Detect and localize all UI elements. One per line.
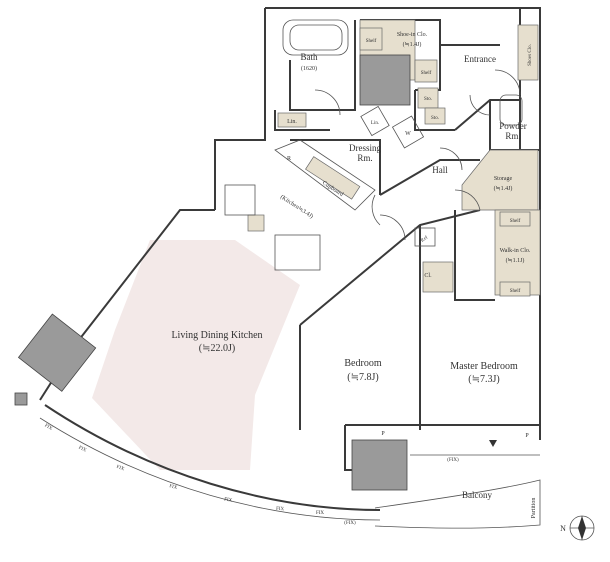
shelf-box-1 xyxy=(359,27,383,51)
fix-label-7: FIX xyxy=(316,511,324,516)
powder-room-line2: Rm. xyxy=(505,131,520,141)
fix-label-2: FIX xyxy=(77,446,87,454)
kitchen-label: (Kitchen≒3.4J) xyxy=(279,193,315,219)
storage-area xyxy=(461,149,539,211)
kitchen-r xyxy=(247,214,265,232)
sto-label-2: Sto. xyxy=(431,116,439,121)
bedroom-size: (≒7.8J) xyxy=(347,372,378,383)
balcony-label: Balcony xyxy=(462,490,492,500)
fix-label-3: FIX xyxy=(116,465,126,473)
shaft-balcony xyxy=(351,439,408,491)
bedroom-name: Bedroom xyxy=(344,358,381,369)
cl-label: Cl. xyxy=(424,273,432,279)
dressing-lin-label: Lin. xyxy=(371,121,379,126)
bath-name: Bath xyxy=(301,52,318,62)
ref-label: Ref xyxy=(420,235,429,243)
hall-label: Hall xyxy=(432,165,448,175)
kitchen-island xyxy=(274,234,321,271)
ref-box xyxy=(414,227,436,247)
door-marker xyxy=(489,440,497,447)
dressing-w xyxy=(391,115,425,149)
toilet xyxy=(499,94,523,126)
bath-size: (1620) xyxy=(301,65,317,72)
bathtub xyxy=(282,19,349,56)
walk-in-closet-size: (≒1.1J) xyxy=(506,257,525,264)
dressing-lin xyxy=(360,105,390,137)
shelf-label-1: Shelf xyxy=(366,39,377,44)
shaft-left xyxy=(17,313,97,392)
dressing-room-line1: Dressing xyxy=(349,143,381,153)
sto-label-1: Sto. xyxy=(424,97,432,102)
master-bedroom-size: (≒7.3J) xyxy=(468,374,499,385)
walk-in-closet-name: Walk-in Clo. xyxy=(500,248,531,254)
shoes-closet-area xyxy=(517,24,539,81)
linen-area xyxy=(277,112,307,128)
shelf-box-2 xyxy=(414,59,438,83)
shaft-small xyxy=(14,392,28,406)
fix-paren-bottom: (FIX) xyxy=(344,521,356,526)
entrance-label: Entrance xyxy=(464,54,496,64)
fix-label-5: FIX xyxy=(224,497,233,503)
cupboard xyxy=(305,156,361,200)
bedroom-closet xyxy=(422,261,454,293)
wic-shelf-1 xyxy=(499,211,531,227)
storage-size: (≒1.4J) xyxy=(494,185,513,192)
shoe-in-closet-size: (≒1.4J) xyxy=(403,41,422,48)
partition-label: Partition xyxy=(531,498,537,519)
dressing-room-line2: Rm. xyxy=(357,153,372,163)
master-bedroom-name: Master Bedroom xyxy=(450,361,518,372)
ldk-size: (≒22.0J) xyxy=(199,343,235,354)
north-arrow xyxy=(569,515,595,541)
wic-shelf-label-2: Shelf xyxy=(510,289,521,294)
p-label-1: P xyxy=(381,431,385,437)
ldk-name: Living Dining Kitchen xyxy=(171,330,262,341)
shelf-label-2: Shelf xyxy=(421,71,432,76)
dressing-w-label: W xyxy=(405,131,411,137)
shaft-top xyxy=(359,54,411,106)
north-label: N xyxy=(560,524,566,533)
fix-label-1: FIX xyxy=(44,423,54,432)
fix-label-6: FIX xyxy=(276,507,285,513)
stove xyxy=(224,184,256,216)
wic-shelf-2 xyxy=(499,281,531,297)
fix-label-4: FIX xyxy=(169,484,178,491)
doors xyxy=(314,69,521,241)
fix-paren-balcony: (FIX) xyxy=(447,458,459,463)
lin-label: Lin. xyxy=(287,119,297,125)
kitchen-counter xyxy=(274,139,376,211)
sto-box-2 xyxy=(424,107,446,125)
ldk-highlight xyxy=(92,240,300,470)
p-label-2: P xyxy=(525,433,529,439)
storage-name: Storage xyxy=(494,176,513,182)
shoe-in-closet-name: Shoe-in Clo. xyxy=(397,32,428,38)
powder-room-line1: Powder xyxy=(499,121,527,131)
kitchen-r-label: R xyxy=(287,156,291,162)
shoes-closet-label: Shoes Clo. xyxy=(528,44,533,66)
wic-shelf-label-1: Shelf xyxy=(510,219,521,224)
